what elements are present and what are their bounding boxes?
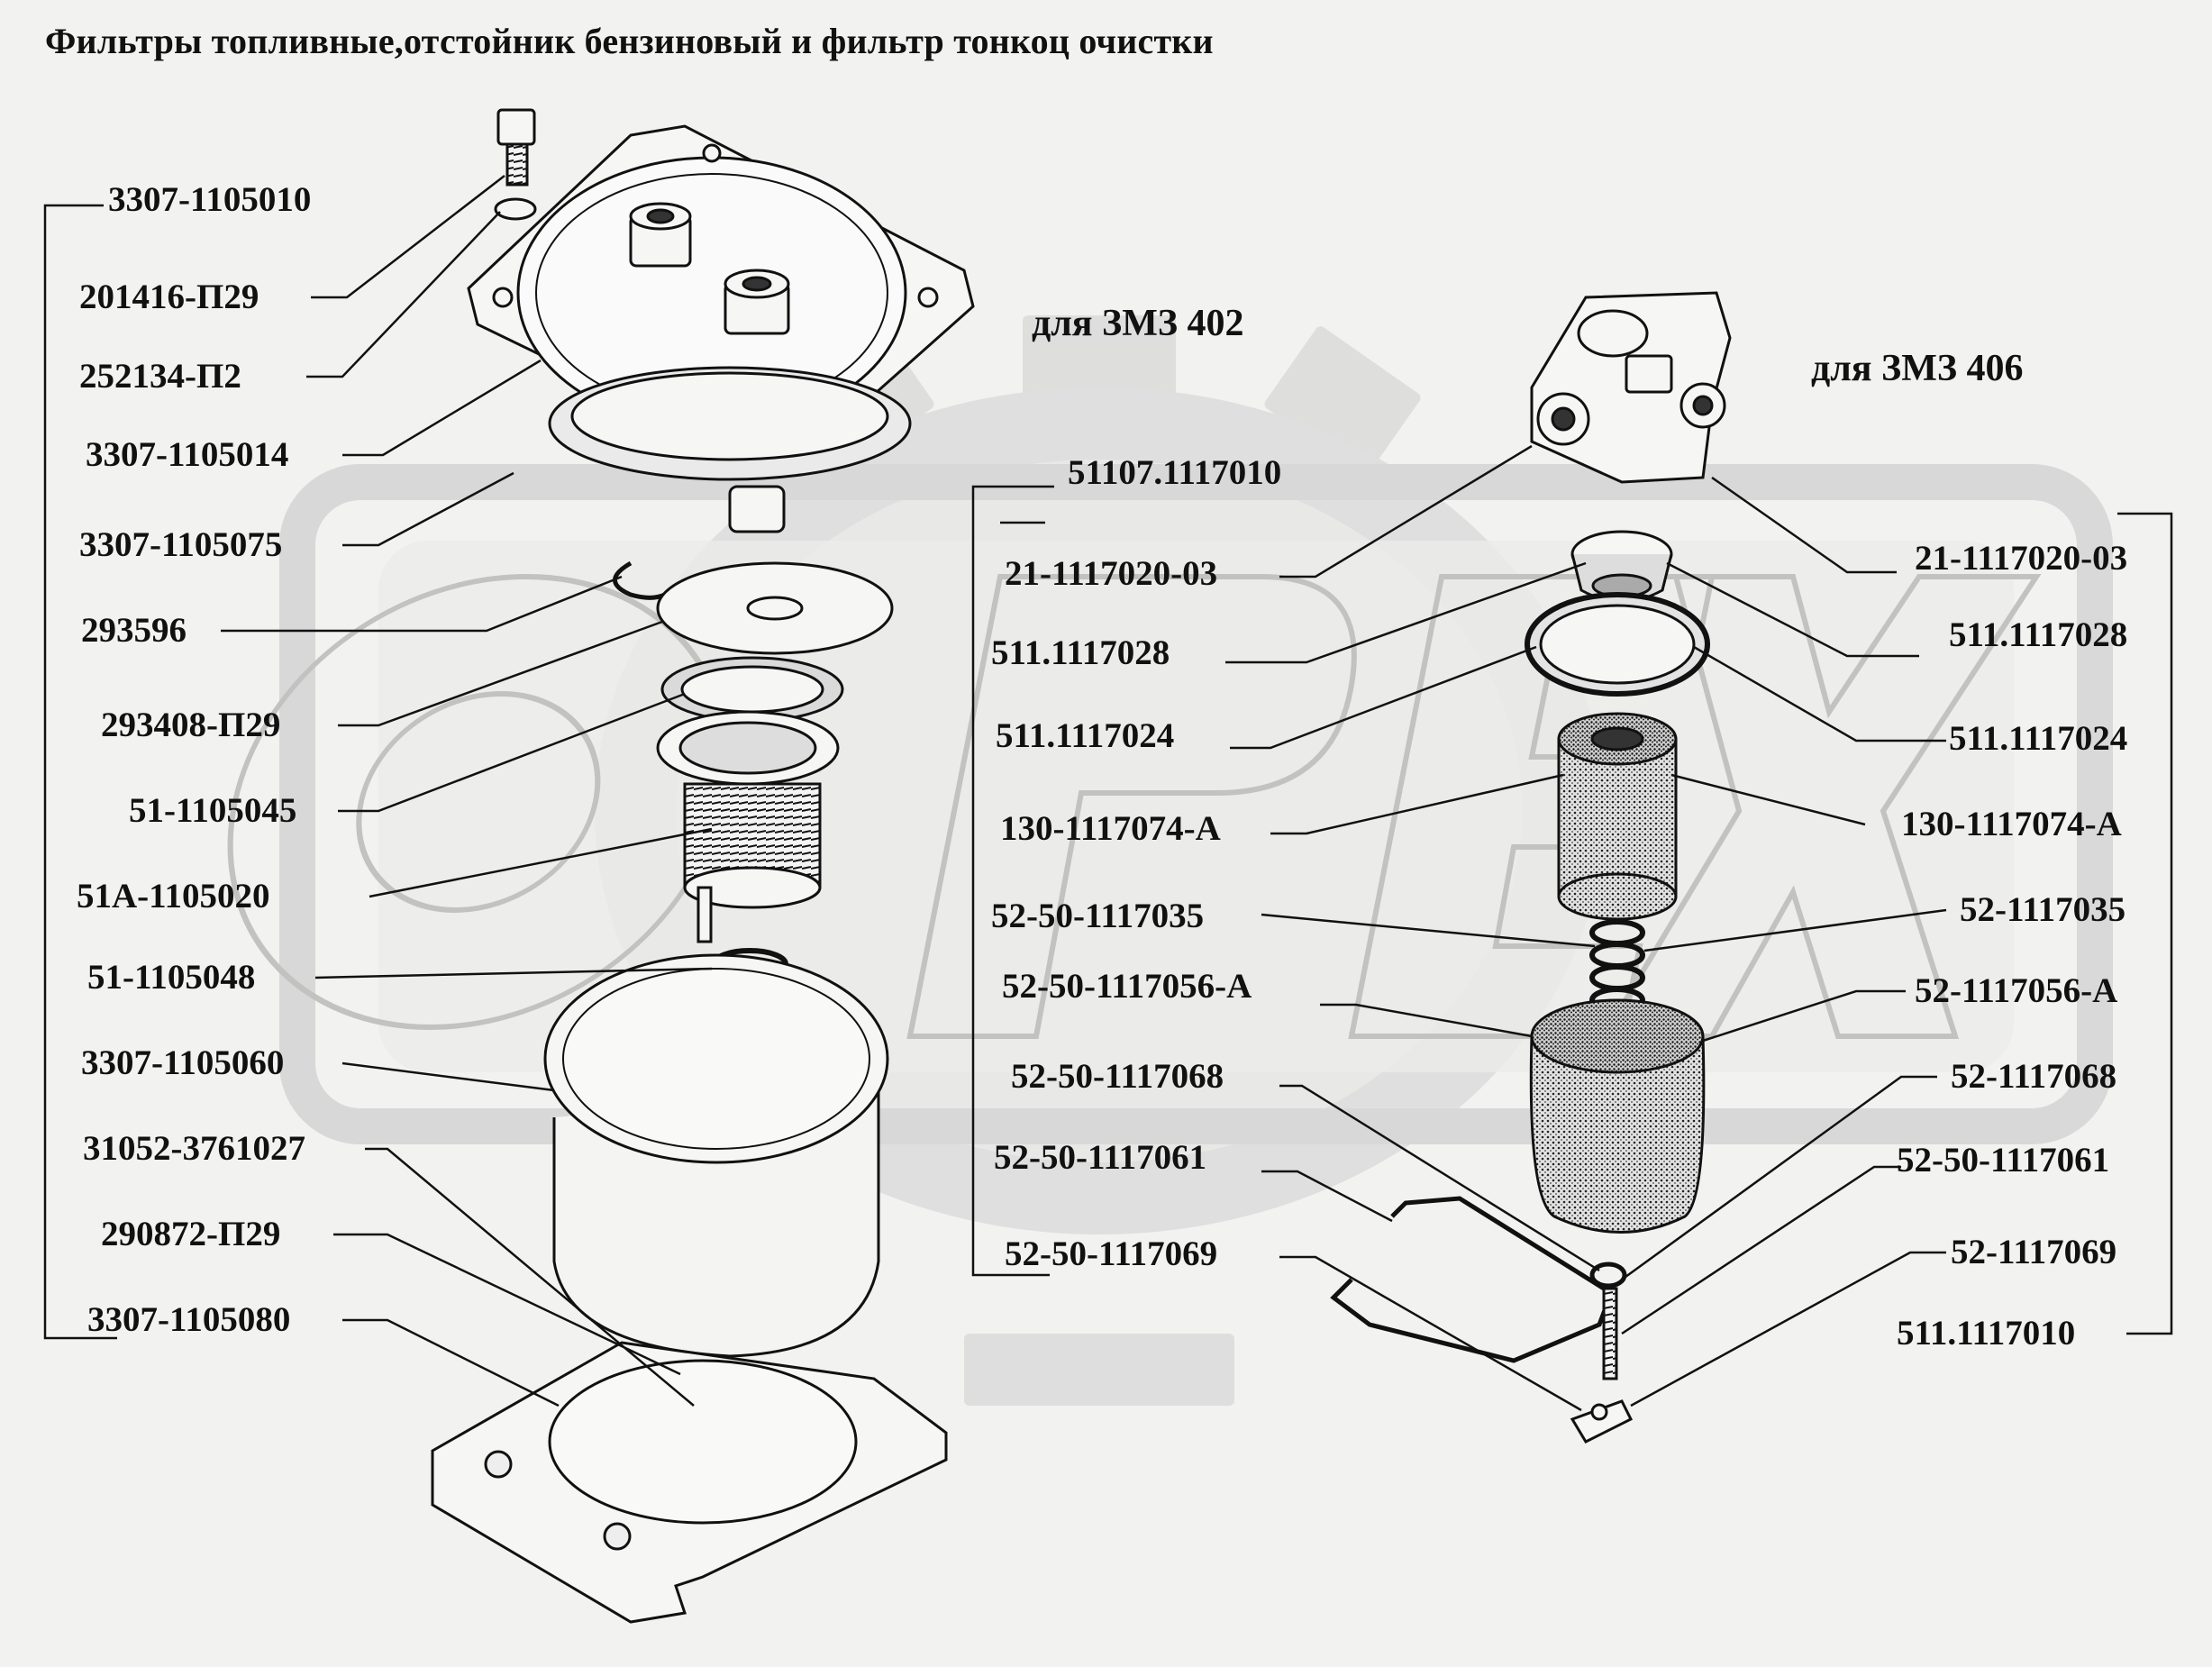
bracket-part <box>431 1341 948 1624</box>
washer-part <box>494 197 537 221</box>
leader-lines <box>43 175 2173 1412</box>
label-left-part: 3307-1105080 <box>87 1300 291 1339</box>
bolt-part <box>496 108 536 187</box>
cover-stem <box>728 485 786 533</box>
label-left-part: 201416-П29 <box>79 278 259 316</box>
label-zmz406-part: 511.1117028 <box>1949 615 2128 654</box>
diagram-title: Фильтры топливные,отстойник бензиновый и… <box>45 21 1214 61</box>
label-zmz406-part: 52-1117056-А <box>1915 971 2118 1010</box>
filter-head-part <box>1530 291 1732 484</box>
glass-bowl-part <box>1529 998 1706 1234</box>
label-zmz406-part: 52-1117068 <box>1951 1057 2117 1096</box>
label-zmz406-part: 21-1117020-03 <box>1915 539 2128 578</box>
label-zmz402-part: 52-50-1117069 <box>1005 1234 1218 1273</box>
label-zmz402-part: 511.1117024 <box>996 716 1175 755</box>
label-left-part: 293408-П29 <box>101 706 281 744</box>
seal-ring-inner <box>680 665 824 714</box>
label-zmz402-part: 52-50-1117068 <box>1011 1057 1224 1096</box>
label-zmz402-group: 51107.1117010 <box>1068 453 1282 492</box>
label-left-part: 51-1105045 <box>129 791 297 830</box>
fine-spring-part <box>1589 919 1645 1014</box>
heading-zmz406: для ЗМЗ 406 <box>1811 348 2024 389</box>
label-left-part: 31052-3761027 <box>83 1129 305 1168</box>
filter-element-part <box>656 710 840 943</box>
left-assembly-drawing <box>431 108 975 1624</box>
fine-filter-drawing <box>1330 291 1732 1444</box>
label-left-part: 51А-1105020 <box>77 877 270 915</box>
label-zmz402-part: 130-1117074-А <box>1000 809 1221 848</box>
wing-nut-hole <box>1590 1403 1608 1421</box>
ring-gasket-inner <box>1539 604 1696 685</box>
sediment-bowl-part <box>543 953 889 1358</box>
gasket-inner <box>570 371 889 461</box>
filter-cap-part <box>1570 530 1673 603</box>
heading-zmz402: для ЗМЗ 402 <box>1032 303 1244 344</box>
label-left-part: 3307-1105075 <box>79 525 283 564</box>
label-left-part: 252134-П2 <box>79 357 241 396</box>
label-zmz406-part: 511.1117024 <box>1949 719 2128 758</box>
label-zmz406-part: 52-1117035 <box>1960 890 2126 929</box>
label-left-part: 51-1105048 <box>87 958 256 997</box>
filter-cartridge-part <box>1557 712 1678 921</box>
label-zmz406-part: 52-50-1117061 <box>1897 1141 2110 1180</box>
label-zmz406-group: 511.1117010 <box>1897 1314 2076 1353</box>
label-zmz402-part: 52-50-1117035 <box>991 897 1205 935</box>
label-zmz406-part: 130-1117074-А <box>1901 805 2122 843</box>
label-zmz402-part: 21-1117020-03 <box>1005 554 1218 593</box>
label-left-part: 3307-1105014 <box>86 435 289 474</box>
label-left-part: 290872-П29 <box>101 1215 281 1253</box>
label-zmz406-part: 52-1117069 <box>1951 1233 2117 1271</box>
label-zmz402-part: 52-50-1117056-А <box>1002 967 1252 1006</box>
label-left-part: 293596 <box>81 611 187 650</box>
screw-part <box>1602 1287 1618 1380</box>
cover-plate-part <box>467 124 975 461</box>
label-left-part: 3307-1105060 <box>81 1043 285 1082</box>
stirrup-part <box>1330 1196 1627 1363</box>
label-zmz402-part: 511.1117028 <box>991 633 1170 672</box>
disk-washer-hole <box>746 596 804 621</box>
label-zmz402-part: 52-50-1117061 <box>994 1138 1207 1177</box>
label-left-group: 3307-1105010 <box>108 180 312 219</box>
